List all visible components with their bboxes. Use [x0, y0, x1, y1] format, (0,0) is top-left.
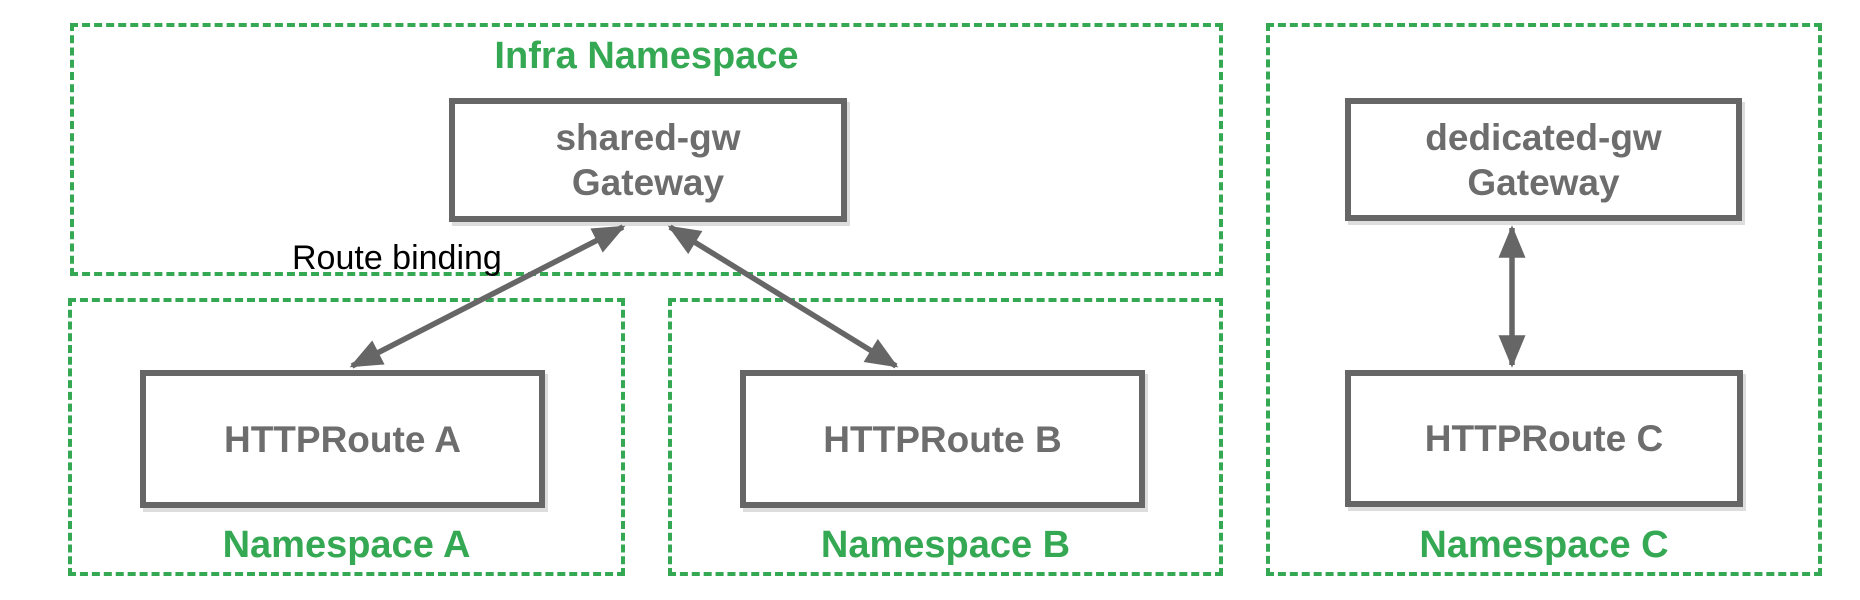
namespace-a-group: Namespace A [68, 298, 625, 576]
dedicated-gw-name: dedicated-gw [1425, 116, 1662, 158]
infra-namespace-title: Infra Namespace [494, 35, 799, 77]
namespace-c-title: Namespace C [1419, 524, 1669, 566]
httproute-a-node: HTTPRoute A [140, 370, 545, 508]
dedicated-gw-kind: Gateway [1467, 161, 1620, 203]
shared-gw-kind: Gateway [571, 162, 725, 203]
namespace-b-title: Namespace B [820, 524, 1071, 566]
namespace-a-title: Namespace A [222, 524, 471, 566]
httproute-b-node: HTTPRoute B [740, 370, 1145, 508]
route-binding-label: Route binding [292, 239, 502, 277]
dedicated-gw-gateway-node: dedicated-gw Gateway [1345, 98, 1742, 221]
shared-gw-name: shared-gw [555, 117, 741, 158]
shared-gw-gateway-node: shared-gw Gateway [449, 98, 847, 222]
infra-namespace-group: Infra Namespace [70, 23, 1223, 276]
namespace-b-group: Namespace B [668, 298, 1223, 576]
namespace-c-group: Namespace C [1266, 23, 1822, 576]
httproute-a-label: HTTPRoute A [223, 418, 462, 460]
httproute-b-label: HTTPRoute B [823, 418, 1062, 460]
httproute-c-node: HTTPRoute C [1345, 370, 1743, 507]
httproute-c-label: HTTPRoute C [1424, 418, 1664, 459]
